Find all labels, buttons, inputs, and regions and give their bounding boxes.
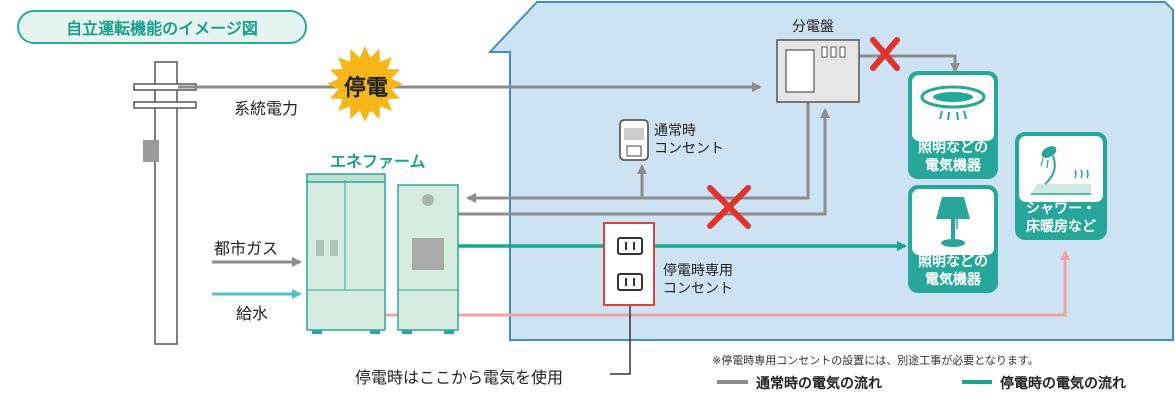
lighting-top-label-1: 照明などの bbox=[918, 140, 988, 156]
distribution-board-label: 分電盤 bbox=[792, 19, 834, 35]
enefarm-tank-unit bbox=[397, 184, 459, 334]
enefarm-fuel-cell-unit bbox=[306, 173, 386, 334]
emergency-outlet-label-1: 停電時専用 bbox=[663, 263, 733, 279]
utility-pole bbox=[133, 61, 197, 345]
grid-power-label: 系統電力 bbox=[234, 99, 299, 118]
water-supply-label: 給水 bbox=[236, 304, 269, 323]
legend-normal-label: 通常時の電気の流れ bbox=[756, 376, 882, 392]
hot-water-line bbox=[385, 250, 1070, 317]
board-to-enefarm-line bbox=[466, 102, 810, 203]
starburst-icon bbox=[327, 46, 403, 122]
enefarm-to-board-line bbox=[458, 108, 830, 216]
normal-outlet-line bbox=[637, 164, 745, 200]
outlet-socket-bottom bbox=[617, 273, 643, 291]
emergency-outlet bbox=[603, 222, 655, 306]
lighting-bottom-label-2: 電気機器 bbox=[925, 272, 981, 288]
emergency-outlet-label-2: コンセント bbox=[663, 281, 733, 297]
legend-blackout-label: 停電時の電気の流れ bbox=[1000, 376, 1126, 392]
enefarm-label: エネファーム bbox=[330, 152, 426, 171]
shower-label-2: 床暖房など bbox=[1026, 219, 1096, 235]
cross-icon bbox=[707, 185, 751, 229]
ceiling-light-icon bbox=[920, 85, 986, 121]
outlet-leader-line bbox=[610, 306, 631, 375]
lighting-device-bottom: 照明などの 電気機器 bbox=[908, 185, 998, 293]
lamp-icon bbox=[936, 197, 970, 247]
lighting-bottom-label-1: 照明などの bbox=[918, 254, 988, 270]
normal-outlet-label-1: 通常時 bbox=[654, 123, 696, 139]
normal-outlet-label-2: コンセント bbox=[654, 141, 724, 157]
shower-icon bbox=[1031, 146, 1091, 195]
normal-outlet-icon bbox=[619, 119, 649, 161]
use-from-here-label: 停電時はここから電気を使用 bbox=[355, 368, 564, 387]
diagram-title: 自立運転機能のイメージ図 bbox=[17, 10, 307, 44]
distribution-board bbox=[776, 39, 860, 103]
blackout-label: 停電 bbox=[343, 76, 388, 101]
shower-device: シャワー・ 床暖房など bbox=[1015, 132, 1107, 240]
installation-note: ※停電時専用コンセントの設置には、別途工事が必要となります。 bbox=[712, 354, 1039, 367]
city-gas-label: 都市ガス bbox=[214, 239, 279, 258]
lighting-device-top: 照明などの 電気機器 bbox=[908, 71, 998, 179]
lighting-top-label-2: 電気機器 bbox=[925, 158, 981, 174]
cross-icon bbox=[870, 37, 900, 71]
shower-label-1: シャワー・ bbox=[1026, 201, 1096, 217]
outlet-socket-top bbox=[617, 237, 643, 255]
